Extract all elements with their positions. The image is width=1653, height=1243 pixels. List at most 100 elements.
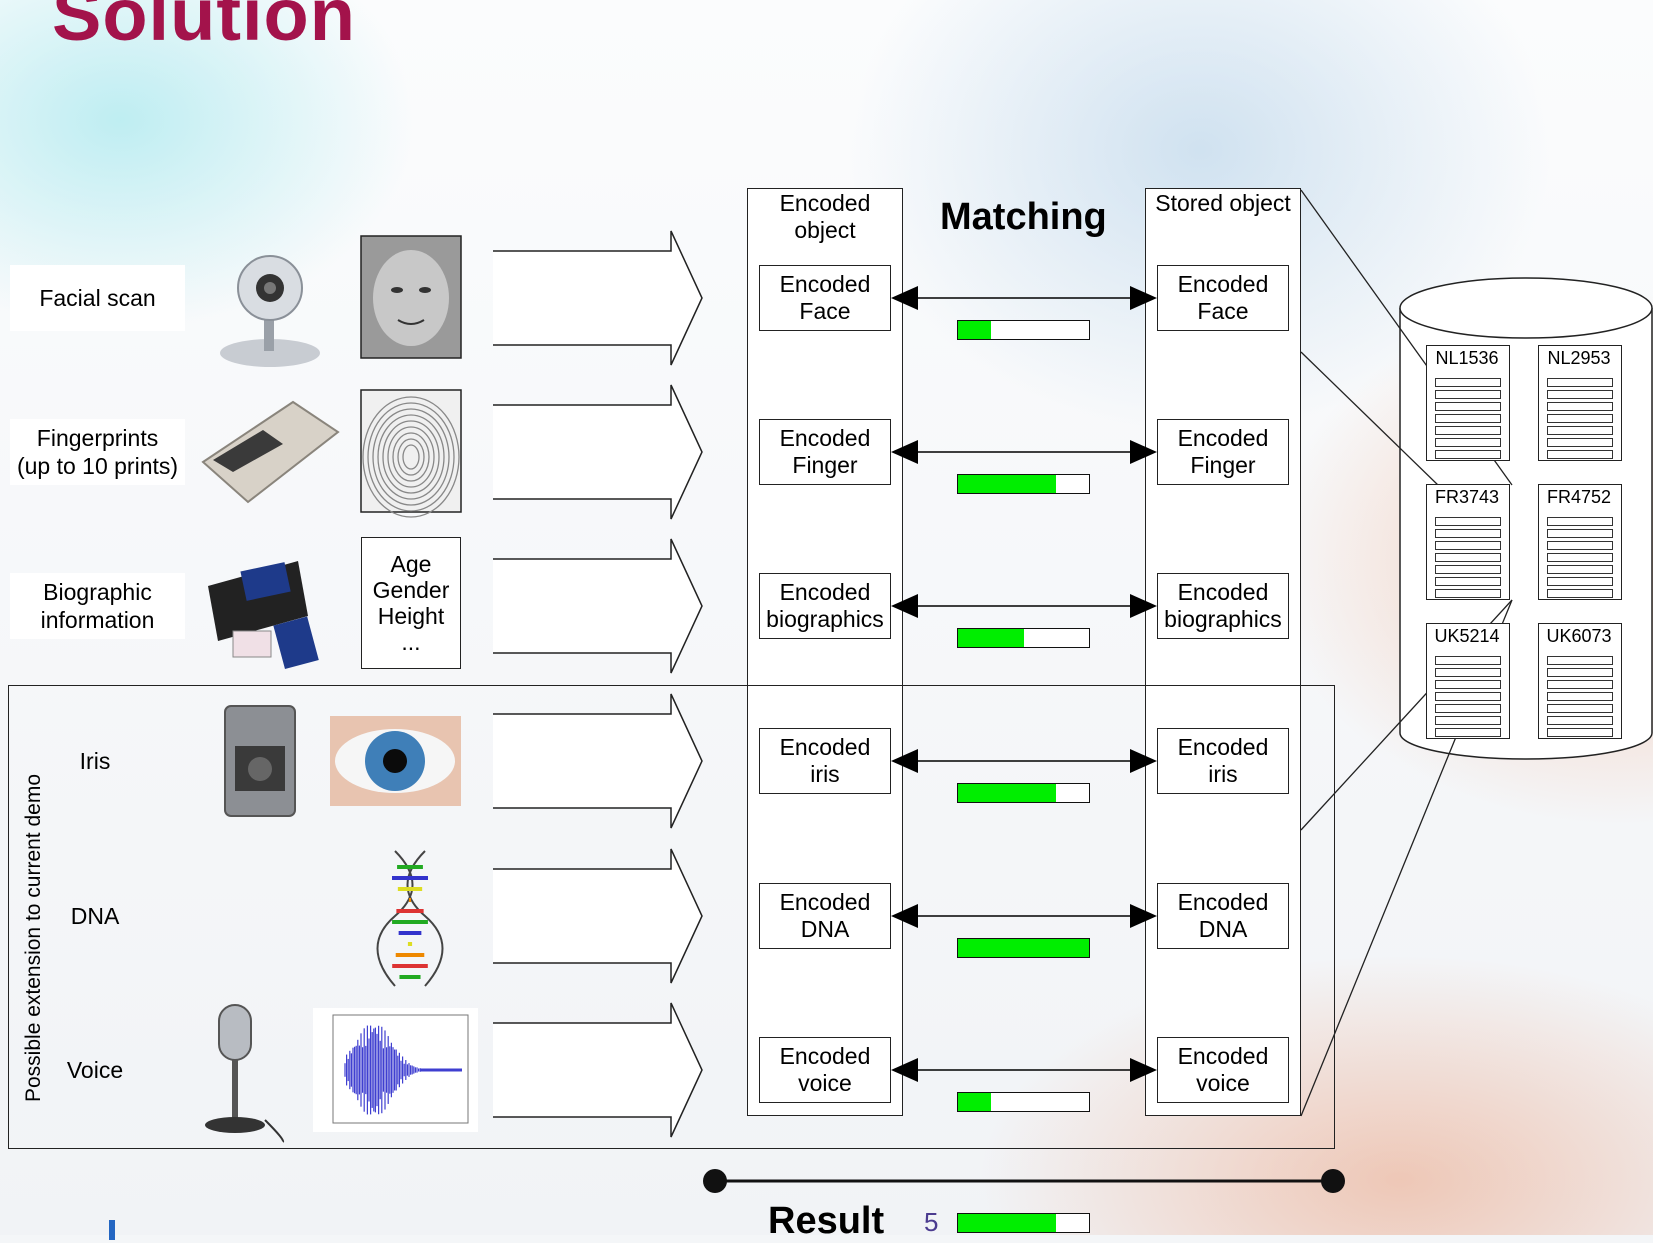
encoded-box-line: Encoded bbox=[779, 734, 871, 760]
source-label-line: Biographic bbox=[43, 579, 152, 605]
stored-box-line: voice bbox=[1196, 1070, 1250, 1096]
extraction-arrow-iris bbox=[493, 693, 703, 829]
database-record-id: FR3743 bbox=[1434, 487, 1500, 507]
match-score-bar-dna bbox=[957, 938, 1090, 958]
match-score-fill bbox=[958, 475, 1057, 493]
stored-box-line: biographics bbox=[1164, 606, 1282, 632]
encoded-object-column bbox=[747, 188, 903, 1116]
match-arrow-face bbox=[891, 286, 1157, 310]
source-label-voice: Voice bbox=[50, 1056, 140, 1084]
database-record-id: FR4752 bbox=[1546, 487, 1612, 507]
database-record-line bbox=[1435, 390, 1501, 399]
stored-box-line: Encoded bbox=[1177, 579, 1269, 605]
fingerprint-scanner-icon bbox=[201, 400, 340, 504]
extraction-arrow-dna bbox=[493, 848, 703, 984]
stored-object-header: Stored object bbox=[1155, 190, 1291, 216]
database-record-line bbox=[1547, 378, 1613, 387]
database-record-line bbox=[1435, 553, 1501, 562]
stored-box-line: Encoded bbox=[1177, 734, 1269, 760]
source-label-line: Iris bbox=[79, 748, 111, 774]
logo-mark bbox=[109, 1220, 115, 1240]
result-match-fill bbox=[958, 1214, 1057, 1232]
database-record: UK5214 bbox=[1426, 623, 1510, 739]
database-record-id: UK6073 bbox=[1546, 626, 1612, 646]
iris-scanner-icon bbox=[224, 705, 296, 817]
biographic-field: Gender bbox=[372, 577, 450, 603]
database-record: NL2953 bbox=[1538, 345, 1622, 461]
database-record-id: NL2953 bbox=[1547, 348, 1611, 368]
database-record-line bbox=[1435, 450, 1501, 459]
database-record-line bbox=[1547, 553, 1613, 562]
encoded-box-line: voice bbox=[798, 1070, 852, 1096]
source-label-line: Voice bbox=[66, 1057, 124, 1083]
database-record-line bbox=[1547, 680, 1613, 689]
source-label-dna: DNA bbox=[50, 902, 140, 930]
database-record-id: NL1536 bbox=[1435, 348, 1499, 368]
database-record-line bbox=[1435, 668, 1501, 677]
stored-object-column bbox=[1145, 188, 1301, 1116]
database-record: NL1536 bbox=[1426, 345, 1510, 461]
source-label-face: Facial scan bbox=[10, 265, 185, 331]
database-record: UK6073 bbox=[1538, 623, 1622, 739]
result-label: Result bbox=[768, 1200, 885, 1242]
stored-box-line: Face bbox=[1197, 298, 1249, 324]
database-record-line bbox=[1547, 450, 1613, 459]
match-arrow-finger bbox=[891, 440, 1157, 464]
database-record-line bbox=[1547, 414, 1613, 423]
database-record-line bbox=[1435, 414, 1501, 423]
match-arrow-dna bbox=[891, 904, 1157, 928]
extension-frame bbox=[8, 685, 1335, 1149]
biographic-field: Height bbox=[377, 603, 445, 629]
stored-box-line: Encoded bbox=[1177, 271, 1269, 297]
source-label-line: DNA bbox=[70, 903, 120, 929]
encoded-box-line: Encoded bbox=[779, 889, 871, 915]
database-record-line bbox=[1547, 390, 1613, 399]
biographic-field: Age bbox=[390, 551, 432, 577]
stored-box-line: iris bbox=[1208, 761, 1238, 787]
waveform-image bbox=[313, 1008, 478, 1132]
encoded-box-line: Face bbox=[799, 298, 851, 324]
match-score-fill bbox=[958, 629, 1024, 647]
source-label-line: information bbox=[40, 607, 155, 633]
encoded-object-header-line2: object bbox=[794, 217, 856, 243]
database-record-line bbox=[1547, 692, 1613, 701]
source-label-iris: Iris bbox=[50, 747, 140, 775]
eye-image bbox=[330, 716, 461, 806]
extraction-arrow-bio bbox=[493, 538, 703, 674]
match-score-bar-iris bbox=[957, 783, 1090, 803]
match-arrow-iris bbox=[891, 749, 1157, 773]
fingerprint-image bbox=[360, 389, 462, 518]
database-record-line bbox=[1547, 668, 1613, 677]
dna-helix-image bbox=[376, 850, 444, 987]
encoded-box-line: Encoded bbox=[779, 425, 871, 451]
database-record-line bbox=[1435, 438, 1501, 447]
encoded-box-line: Encoded bbox=[779, 579, 871, 605]
extraction-arrow-face bbox=[493, 230, 703, 366]
database-record-line bbox=[1435, 656, 1501, 665]
encoded-box-line: DNA bbox=[800, 916, 850, 942]
match-score-bar-bio bbox=[957, 628, 1090, 648]
database-record-line bbox=[1435, 692, 1501, 701]
database-record-line bbox=[1547, 716, 1613, 725]
encoded-object-header-line1: Encoded bbox=[779, 190, 871, 216]
database-record-line bbox=[1547, 656, 1613, 665]
source-label-finger: Fingerprints(up to 10 prints) bbox=[10, 419, 185, 485]
extraction-arrow-voice bbox=[493, 1002, 703, 1138]
database-record-line bbox=[1547, 438, 1613, 447]
database-record-line bbox=[1435, 728, 1501, 737]
webcam-icon bbox=[220, 255, 320, 367]
matching-header: Matching bbox=[940, 196, 1107, 238]
extraction-arrow-finger bbox=[493, 384, 703, 520]
